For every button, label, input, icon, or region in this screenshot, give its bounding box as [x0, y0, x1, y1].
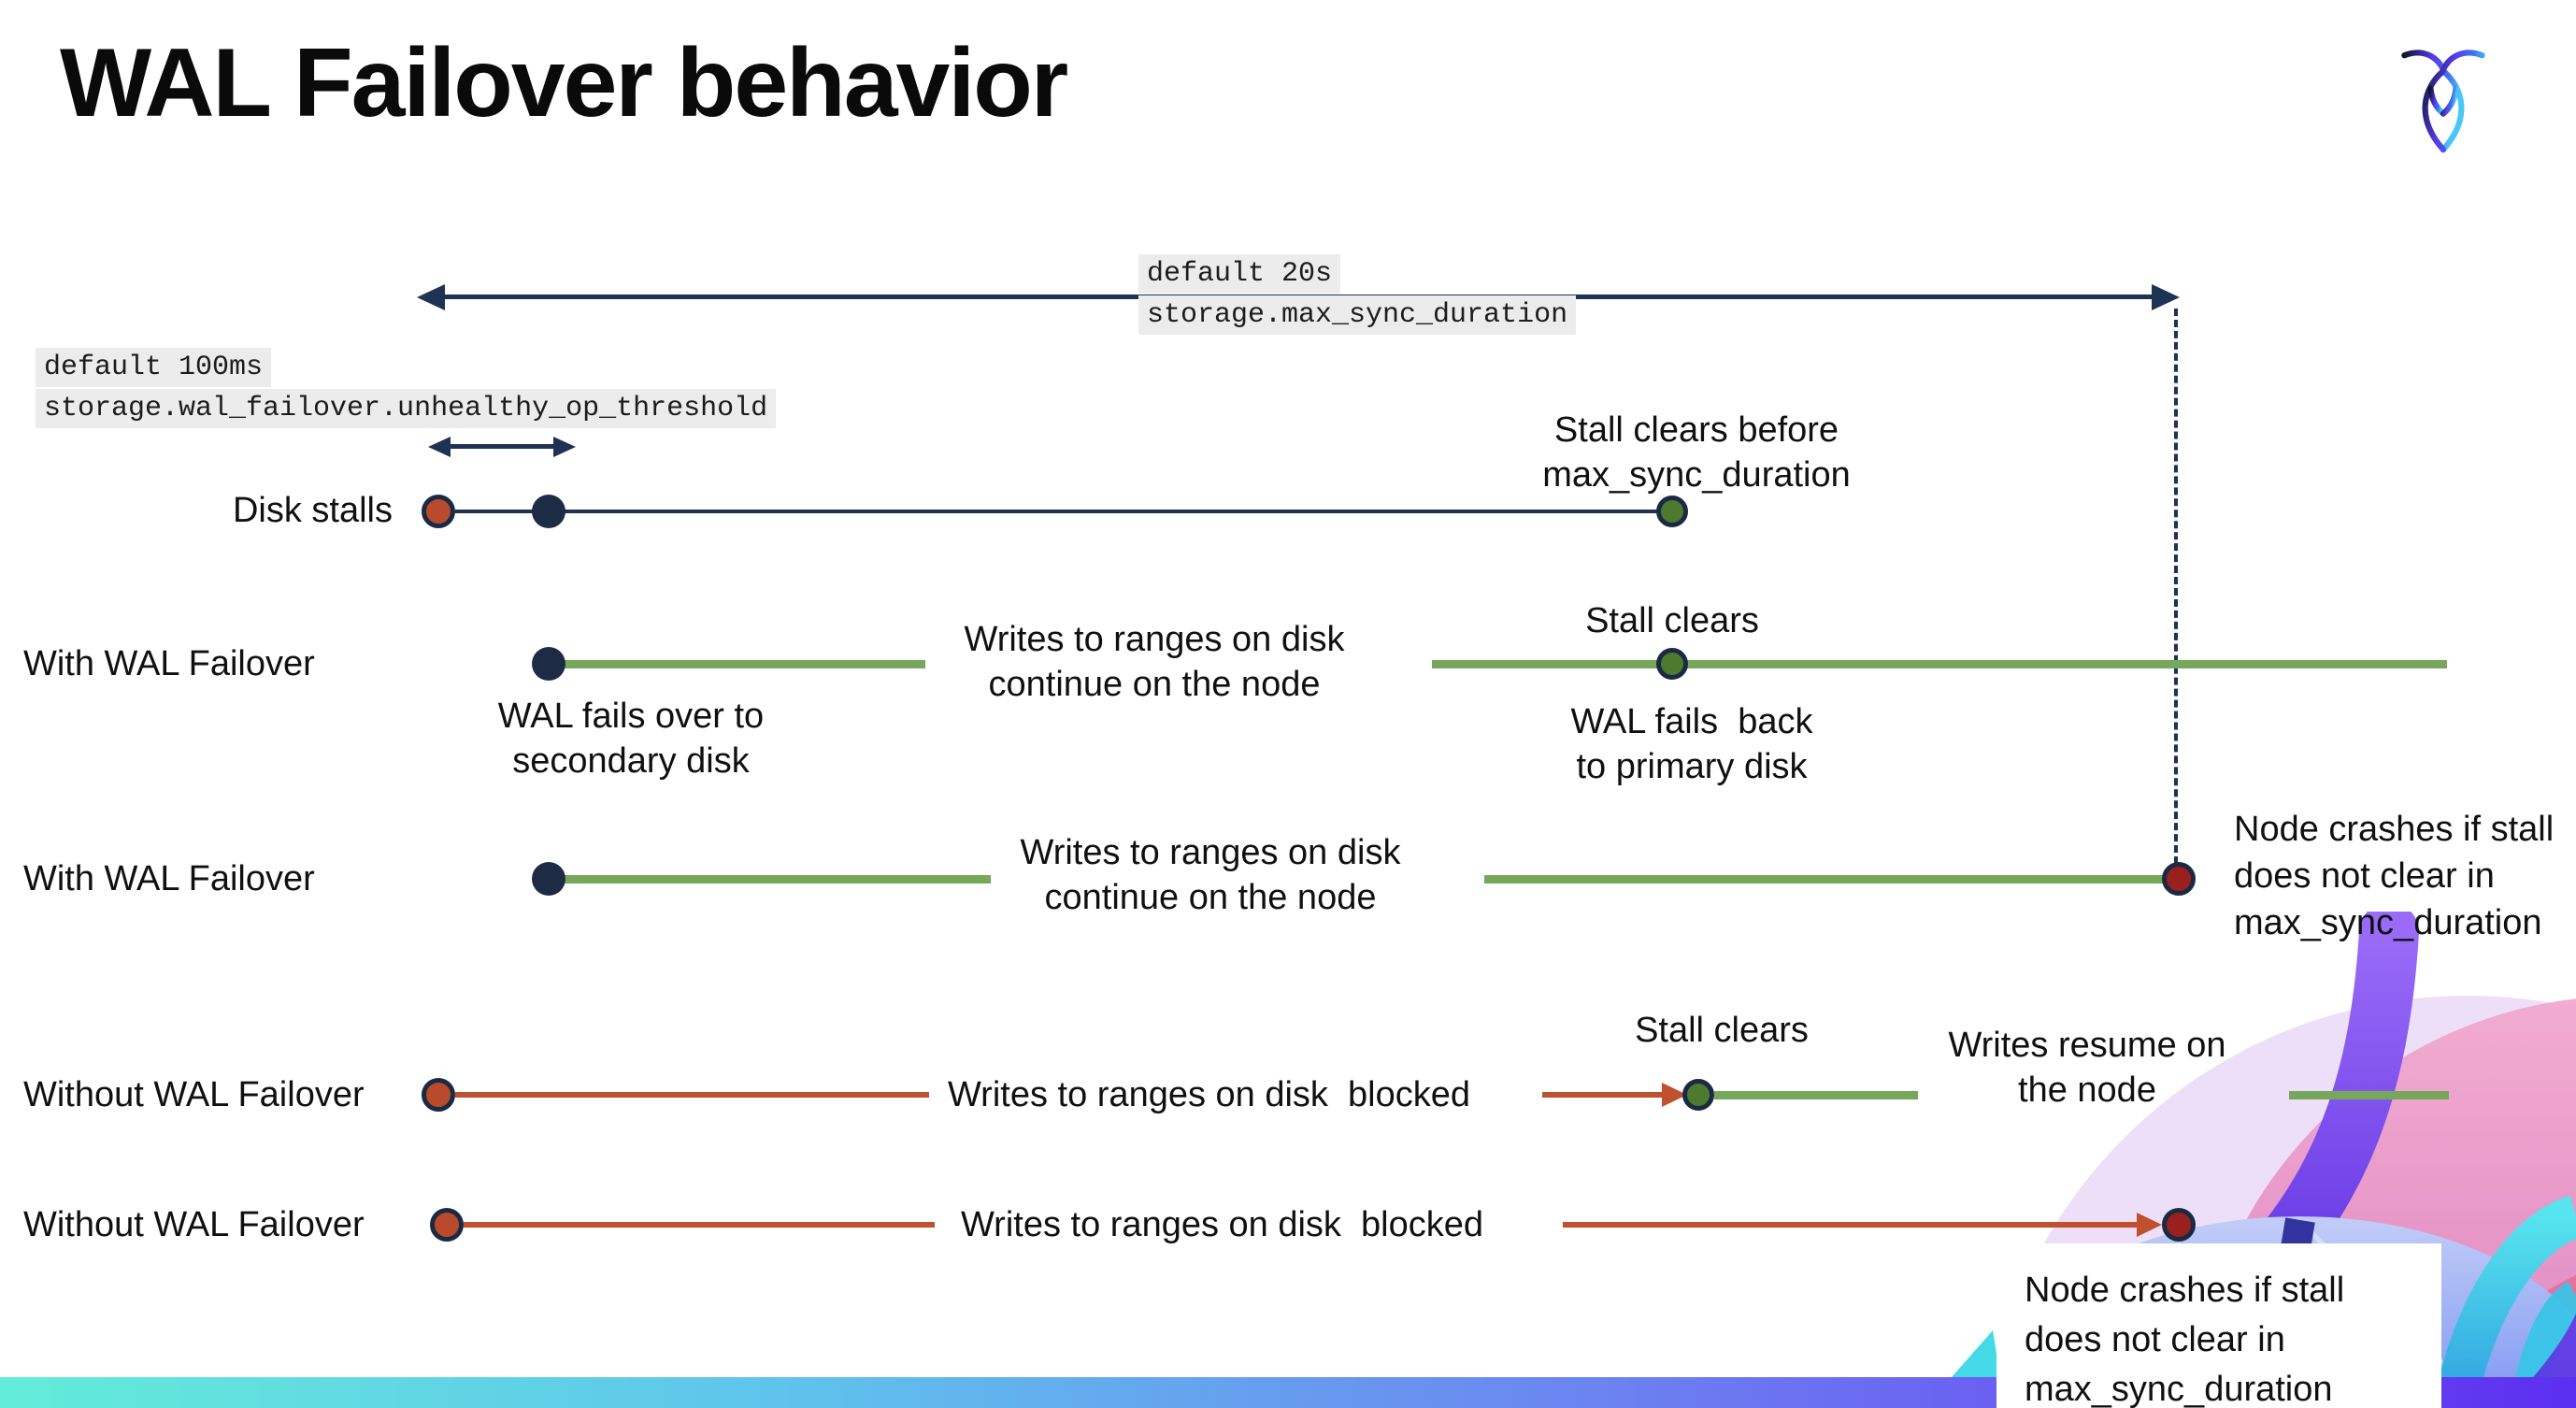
green-timeline-a	[562, 660, 925, 668]
row-label-disk-stalls: Disk stalls	[232, 491, 393, 530]
stall-start-dot	[422, 1078, 455, 1112]
unhealthy-op-default-badge: default 100ms	[36, 348, 272, 387]
writes-continue-note: Writes to ranges on disk continue on the…	[991, 830, 1430, 920]
max-sync-deadline-dashed-line	[2174, 309, 2178, 864]
writes-continue-note: Writes to ranges on disk continue on the…	[935, 617, 1374, 707]
unhealthy-op-span-line	[447, 444, 555, 449]
stall-start-dot	[430, 1208, 464, 1242]
crash-note-text: Node crashes if stall does not clear in …	[2025, 1271, 2345, 1408]
stall-start-dot	[422, 495, 455, 528]
green-timeline-a	[1714, 1091, 1918, 1099]
small-arrowhead-left-icon	[428, 437, 451, 457]
disk-stall-timeline	[455, 510, 1659, 513]
green-timeline-b	[1484, 875, 2165, 884]
row-label-with-wal-failover-2: With WAL Failover	[23, 859, 315, 898]
red-timeline-a	[464, 1222, 935, 1228]
red-arrowhead-icon	[2137, 1213, 2162, 1237]
crash-callout-box: Node crashes if stall does not clear in …	[1996, 1243, 2441, 1408]
row-label-without-wal-failover-2: Without WAL Failover	[23, 1205, 365, 1244]
green-timeline-b	[1432, 660, 2447, 668]
crash-dot	[2162, 862, 2196, 896]
small-arrowhead-right-icon	[553, 437, 576, 457]
cockroachdb-logo-icon	[2401, 50, 2485, 153]
arrowhead-left-icon	[417, 284, 445, 310]
green-timeline-a	[562, 875, 992, 884]
row-label-without-wal-failover-1: Without WAL Failover	[23, 1075, 365, 1114]
stall-clears-note: Stall clears	[1585, 601, 1759, 640]
page-title: WAL Failover behavior	[60, 29, 1068, 137]
red-timeline-b	[1563, 1222, 2142, 1228]
green-timeline-b	[2289, 1091, 2449, 1099]
stall-clear-dot	[1682, 1079, 1714, 1111]
unhealthy-op-setting-badge: storage.wal_failover.unhealthy_op_thresh…	[36, 389, 777, 428]
stall-clear-dot	[1656, 496, 1688, 527]
threshold-dot	[532, 495, 565, 528]
failover-dot	[532, 862, 565, 896]
arrowhead-right-icon	[2152, 284, 2180, 310]
stall-clears-note: Stall clears	[1635, 1011, 1809, 1050]
stall-clears-before-note: Stall clears before max_sync_duration	[1542, 410, 1851, 495]
max-sync-setting-badge: storage.max_sync_duration	[1138, 295, 1577, 335]
failback-note: WAL fails back to primary disk	[1570, 702, 1813, 786]
writes-blocked-note: Writes to ranges on disk blocked	[948, 1072, 1471, 1117]
writes-resume-note: Writes resume on the node	[1948, 1026, 2226, 1110]
failover-note: WAL fails over to secondary disk	[497, 697, 765, 781]
red-timeline-b	[1542, 1092, 1666, 1098]
crash-dot	[2162, 1208, 2196, 1242]
failover-dot	[532, 647, 565, 681]
crash-note: Node crashes if stall does not clear in …	[2234, 810, 2555, 942]
row-label-with-wal-failover-1: With WAL Failover	[23, 644, 315, 683]
stall-clear-dot	[1656, 648, 1688, 680]
max-sync-default-badge: default 20s	[1138, 254, 1341, 294]
writes-blocked-note: Writes to ranges on disk blocked	[961, 1202, 1484, 1247]
red-timeline-a	[455, 1092, 929, 1098]
